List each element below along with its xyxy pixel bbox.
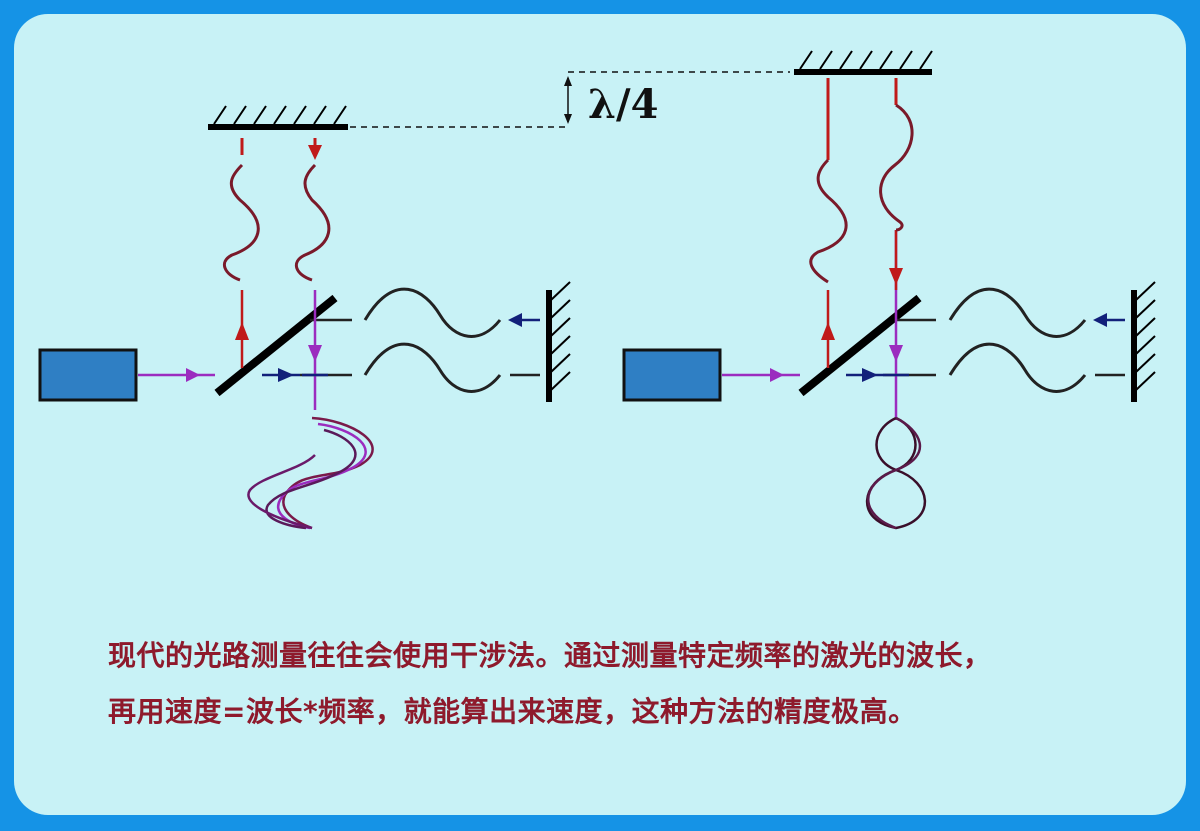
left-input-arrow [186, 368, 200, 382]
left-up-arrow [235, 322, 249, 340]
right-interferometer [622, 50, 1156, 530]
left-laser-source [38, 348, 138, 402]
left-movable-mirror [208, 105, 348, 130]
diagram-panel: λ/4 现代的光路测量往往会使用干涉法。通过测量特定频率的激光的波长， 再用速度… [14, 14, 1186, 815]
left-vertical-wave-2 [294, 163, 331, 282]
distance-indicator: λ/4 [350, 71, 790, 128]
caption-line-1: 现代的光路测量往往会使用干涉法。通过测量特定频率的激光的波长， [108, 639, 992, 672]
left-interferometer [38, 105, 571, 530]
right-laser-source [622, 348, 722, 402]
left-output-pattern [247, 416, 374, 530]
left-transmitted-arrow [278, 368, 294, 382]
distance-label: λ/4 [588, 81, 659, 128]
right-vertical-wave-1 [809, 158, 848, 284]
left-return-arrow [508, 313, 522, 327]
left-fixed-mirror [546, 281, 571, 402]
right-movable-mirror [794, 50, 933, 75]
interferometer-diagram: λ/4 [38, 50, 1156, 530]
right-output-pattern [865, 416, 927, 530]
right-beam-splitter [798, 294, 922, 397]
right-vertical-wave-2 [879, 103, 914, 232]
right-horizontal-wave-lower [948, 342, 1087, 393]
right-horizontal-wave-upper [948, 287, 1087, 338]
right-fixed-mirror [1131, 281, 1156, 402]
left-horizontal-wave-lower [363, 342, 502, 393]
left-vertical-wave-1 [222, 163, 260, 282]
left-horizontal-wave-upper [363, 287, 502, 338]
caption-line-2: 再用速度=波长*频率，就能算出来速度，这种方法的精度极高。 [108, 695, 917, 728]
